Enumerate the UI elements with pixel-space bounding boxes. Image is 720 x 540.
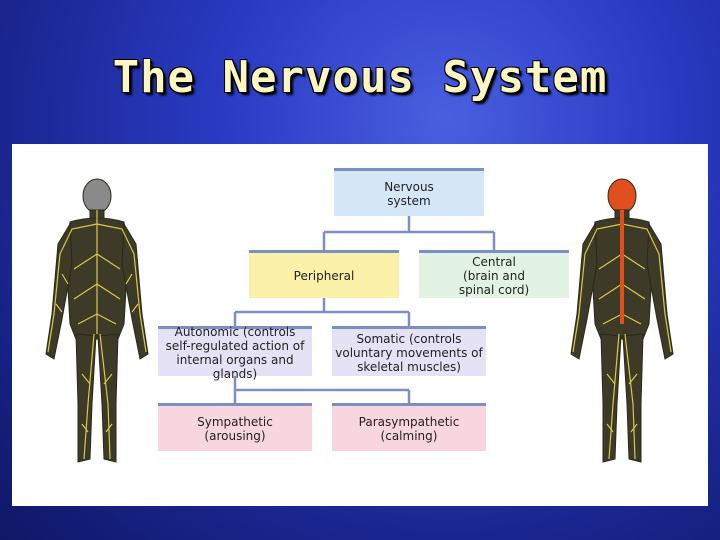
node-sympathetic: Sympathetic (arousing) <box>158 403 312 451</box>
node-nervous-system: Nervous system <box>334 168 484 216</box>
node-central: Central (brain and spinal cord) <box>419 250 569 298</box>
slide-title: The Nervous System <box>112 52 608 103</box>
connector-lines <box>233 216 496 403</box>
peripheral-nerves-figure <box>45 178 149 463</box>
node-autonomic: Autonomic (controls self-regulated actio… <box>158 325 312 381</box>
node-somatic: Somatic (controls voluntary movements of… <box>332 326 486 376</box>
node-peripheral: Peripheral <box>249 250 399 298</box>
central-nerves-figure <box>570 178 674 463</box>
diagram-panel: Nervous system Peripheral Central (brain… <box>12 144 708 506</box>
node-parasympathetic: Parasympathetic (calming) <box>332 403 486 451</box>
